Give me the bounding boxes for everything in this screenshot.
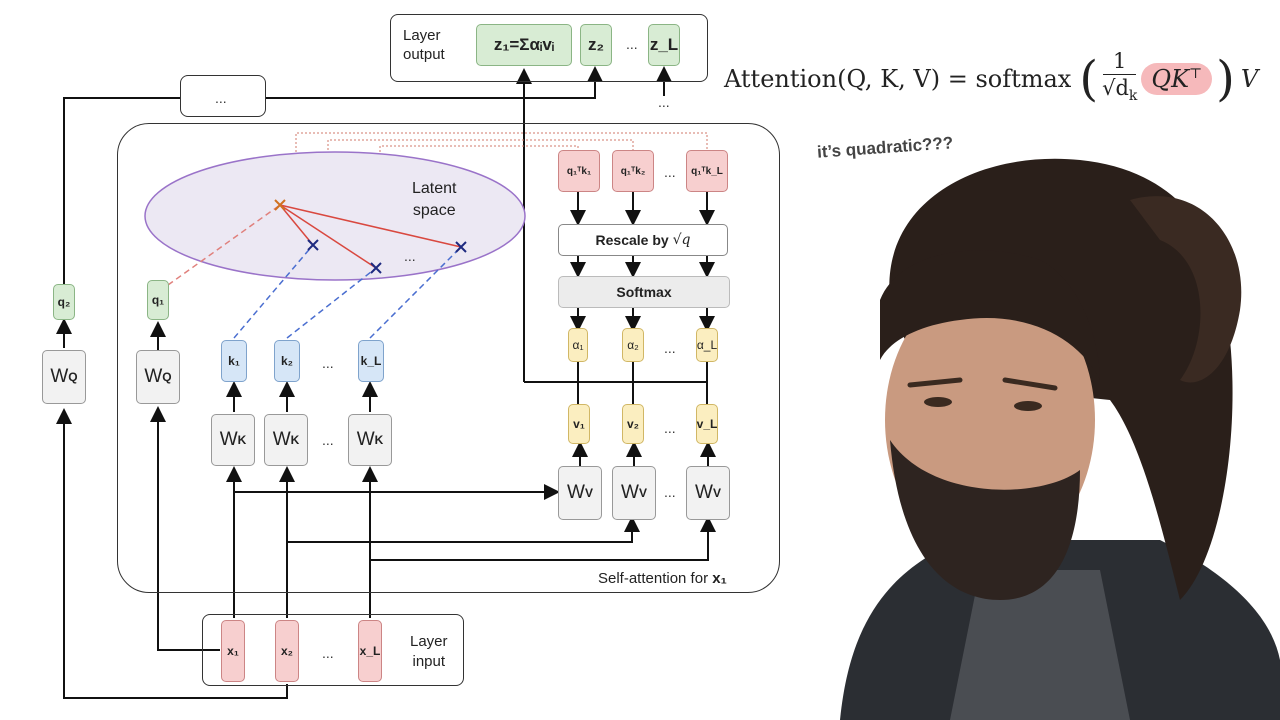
below-zl-dots: ... bbox=[658, 94, 670, 110]
latent-space-ellipse bbox=[144, 151, 526, 281]
score1-box: q₁ᵀk₁ bbox=[558, 150, 600, 192]
layer-output-frame bbox=[390, 14, 708, 82]
q2-box: q₂ bbox=[53, 284, 75, 320]
self-attention-label: Self-attention for x₁ bbox=[598, 570, 727, 587]
xl-box: x_L bbox=[358, 620, 382, 682]
scores-dots: ... bbox=[664, 164, 676, 180]
alphas-dots: ... bbox=[664, 340, 676, 356]
formula-lhs: Attention(Q, K, V) = softmax bbox=[724, 64, 1072, 93]
wire-x1-to-wq1 bbox=[150, 406, 220, 651]
wire-x2-to-wv2 bbox=[287, 516, 640, 543]
rescale-box: Rescale by √q bbox=[558, 224, 728, 256]
keys-dots: ... bbox=[322, 355, 334, 371]
softmax-box: Softmax bbox=[558, 276, 730, 308]
vl-box: v_L bbox=[696, 404, 718, 444]
q1-box: q₁ bbox=[147, 280, 169, 320]
layer-input-frame bbox=[202, 614, 464, 686]
self-attention-frame bbox=[117, 123, 780, 593]
wk-dots: ... bbox=[322, 432, 334, 448]
latent-label: Latent space bbox=[412, 180, 457, 219]
formula-fraction: 1 √dk bbox=[1102, 49, 1138, 105]
k1-box: k₁ bbox=[221, 340, 247, 382]
presenter-photo bbox=[840, 158, 1280, 720]
wire-x2-to-wq2 bbox=[56, 408, 288, 699]
v1-box: v₁ bbox=[568, 404, 590, 444]
alpha1-box: α₁ bbox=[568, 328, 588, 362]
k2-box: k₂ bbox=[274, 340, 300, 382]
attention-formula: Attention(Q, K, V) = softmax ( 1 √dk QK⊤… bbox=[724, 48, 1258, 109]
x2-box: x₂ bbox=[275, 620, 299, 682]
values-dots: ... bbox=[664, 420, 676, 436]
z1-box: z₁=Σαᵢvᵢ bbox=[476, 24, 572, 66]
latent-dots: ... bbox=[404, 248, 416, 264]
x-dots: ... bbox=[322, 645, 334, 661]
z2-box: z₂ bbox=[580, 24, 612, 66]
formula-paren-open: ( bbox=[1079, 50, 1099, 107]
formula-highlight: QK⊤ bbox=[1141, 62, 1213, 95]
wv-dots: ... bbox=[664, 484, 676, 500]
wire-q2-to-top bbox=[63, 97, 180, 284]
wire-xl-to-wvl bbox=[370, 516, 716, 561]
formula-paren-close: ) bbox=[1216, 50, 1235, 107]
kl-box: k_L bbox=[358, 340, 384, 382]
layer-output-label: Layer output bbox=[403, 27, 445, 63]
wire-top-to-z2 bbox=[266, 66, 603, 99]
x1-box: x₁ bbox=[221, 620, 245, 682]
top-dots-text: ... bbox=[215, 90, 227, 106]
z-dots: ... bbox=[626, 36, 638, 52]
scorel-box: q₁ᵀk_L bbox=[686, 150, 728, 192]
alpha2-box: α₂ bbox=[622, 328, 644, 362]
v2-box: v₂ bbox=[622, 404, 644, 444]
alphal-box: α_L bbox=[696, 328, 718, 362]
layer-input-label: Layer input bbox=[410, 633, 448, 670]
top-dots-box bbox=[180, 75, 266, 117]
zl-box: z_L bbox=[648, 24, 680, 66]
score2-box: q₁ᵀk₂ bbox=[612, 150, 654, 192]
